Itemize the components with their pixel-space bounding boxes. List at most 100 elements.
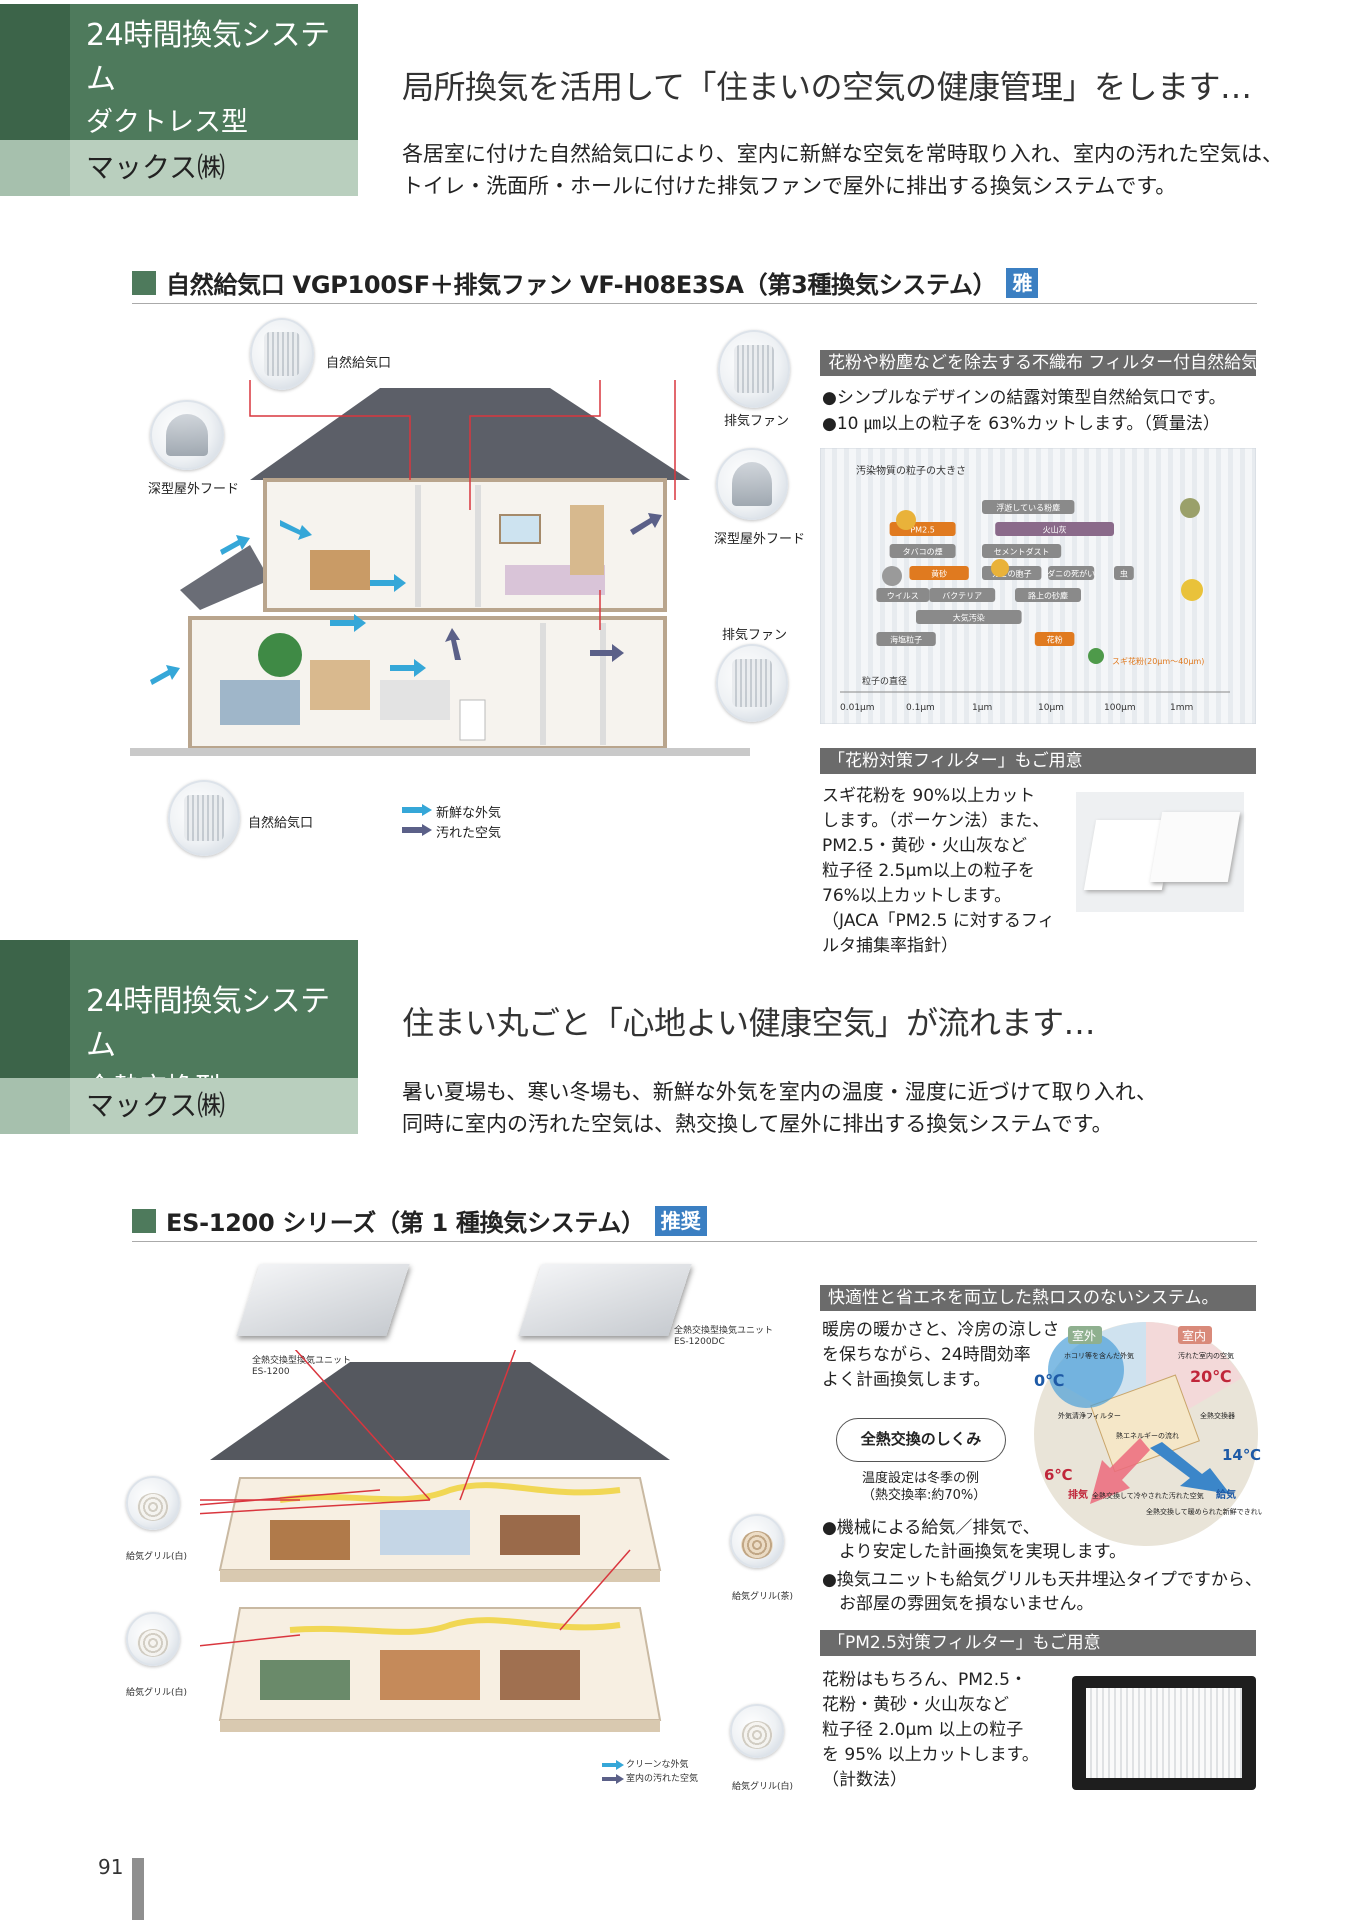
- page-number-bar: [132, 1858, 144, 1920]
- chart-bar-label: タバコの煙: [903, 548, 943, 557]
- chart-title: 汚染物質の粒子の大きさ: [856, 464, 966, 477]
- stairs: [500, 1650, 580, 1700]
- section-2-bullet-4: お部屋の雰囲気を損ないません。: [822, 1594, 1094, 1614]
- toilet: [459, 699, 486, 741]
- partition: [415, 485, 421, 607]
- filter-feature-bar: 花粉や粉塵などを除去する不織布 フィルター付自然給気口。: [820, 350, 1256, 376]
- chart-tick-label: 1μm: [972, 703, 992, 713]
- fresh-air-legend-icon: [402, 804, 432, 816]
- sofa-2: [260, 1660, 350, 1700]
- legend-fresh-label: 新鮮な外気: [436, 806, 502, 821]
- section-1-subtitle: 自然給気口 VGP100SF＋排気ファン VF-H08E3SA（第3種換気システ…: [132, 262, 1257, 304]
- subtitle-marker: [132, 270, 156, 295]
- chart-bar-label: 浮遊している粉塵: [996, 503, 1060, 513]
- section-1-header: 24時間換気システム ダクトレス型 マックス㈱: [0, 4, 358, 196]
- heat-exchanger-core: [1090, 1374, 1200, 1473]
- inside-tag: [1178, 1326, 1212, 1344]
- chart-bar: [929, 588, 996, 602]
- sofa: [220, 680, 300, 725]
- legend-dirty-label: 汚れた空気: [436, 826, 502, 841]
- section-1-maker: マックス㈱: [0, 140, 358, 196]
- section-2-subtitle: ES-1200 シリーズ（第 1 種換気システム） 推奨: [132, 1200, 1257, 1242]
- chart-bar: [1048, 566, 1095, 580]
- ventilation-unit-image-right: [518, 1264, 692, 1336]
- cooled-label: 全熱交換して冷やされた汚れた空気: [1092, 1491, 1204, 1500]
- chart-tick-label: 10μm: [1038, 703, 1064, 713]
- feature-bullet-2: ●10 ㎛以上の粒子を 63%カットします。（質量法）: [822, 414, 1220, 434]
- pm-line: を 95% 以上カットします。: [822, 1745, 1039, 1765]
- exhaust-arrow: [1090, 1438, 1150, 1504]
- chart-bar-label: ダニの死がい: [1047, 569, 1095, 579]
- chart-bar: [916, 610, 1022, 624]
- section-2-lead-line: 暑い夏場も、寒い冬場も、新鮮な外気を室内の温度・湿度に近づけて取り入れ、: [402, 1080, 1157, 1104]
- temp-20: 20℃: [1190, 1367, 1232, 1386]
- comfort-line: よく計画換気します。: [822, 1370, 991, 1390]
- unit-right-label-2: ES-1200DC: [674, 1337, 725, 1347]
- pollen-line: スギ花粉を 90%以上カット: [822, 786, 1036, 806]
- picture-frame: [499, 514, 541, 544]
- page-number: 91: [98, 1855, 124, 1879]
- room-furniture: [380, 1510, 470, 1555]
- pm-line: 粒子径 2.0μm 以上の粒子: [822, 1720, 1024, 1740]
- section-1-lead: 各居室に付けた自然給気口により、室内に新鮮な空気を常時取り入れ、室内の汚れた空気…: [402, 142, 1283, 198]
- partition: [600, 623, 606, 745]
- dirty-air-arrows: [445, 513, 662, 662]
- partition: [540, 623, 546, 745]
- temp-0: 0℃: [1034, 1371, 1065, 1390]
- pollen-filter-text: スギ花粉を 90%以上カット します。（ボーケン法）また、 PM2.5・黄砂・火…: [822, 784, 1072, 959]
- pm-filter-photo: [1072, 1676, 1256, 1790]
- pm-filter-text: 花粉はもちろん、PM2.5・ 花粉・黄砂・火山灰など 粒子径 2.0μm 以上の…: [822, 1668, 1062, 1793]
- kitchen: [380, 680, 450, 720]
- outside-label: 室外: [1072, 1328, 1096, 1343]
- exhaust-fan-label-top: 排気ファン: [724, 414, 790, 429]
- pollen-line: 粒子径 2.5μm以上の粒子を: [822, 861, 1035, 881]
- warmed-label: 全熱交換して暖められた新鮮できれいな外気: [1146, 1507, 1262, 1516]
- inside-label: 室内: [1182, 1328, 1206, 1343]
- chart-tick-label: 1mm: [1170, 703, 1193, 713]
- deep-hood-image-left: [150, 400, 224, 470]
- chart-bar: [1015, 588, 1081, 602]
- bed-2: [270, 1520, 350, 1560]
- chart-tick-label: 100μm: [1104, 703, 1136, 713]
- filter-media-image: [1086, 1688, 1242, 1778]
- exhaust-label: 排気: [1068, 1488, 1088, 1501]
- natural-inlet-label-top: 自然給気口: [326, 356, 392, 371]
- pm-filter-bar: 「PM2.5対策フィルター」もご用意: [820, 1630, 1256, 1656]
- chart-tick-label: 0.01μm: [840, 703, 875, 713]
- chart-bar: [889, 544, 956, 558]
- dirty-indoor-label: 汚れた室内の空気: [1178, 1351, 1234, 1360]
- cedar-pollen-icon: [1088, 648, 1104, 664]
- supply-arrow: [1150, 1442, 1230, 1494]
- section-2-bullet-2: より安定した計画換気を実現します。: [822, 1542, 1126, 1562]
- pollen-line: （JACA「PM2.5 に対するフィ: [822, 911, 1055, 931]
- section-1-headline: 局所換気を活用して「住まいの空気の健康管理」をします…: [402, 68, 1252, 106]
- grill-label-1: 給気グリル(白): [126, 1552, 188, 1562]
- pollen-line: PM2.5・黄砂・火山灰など: [822, 836, 1027, 856]
- section-2-title-block: 24時間換気システム 全熱交換型: [0, 940, 358, 1104]
- exhaust-fan-image-top: [718, 330, 790, 408]
- bunk-bed: [310, 550, 370, 590]
- feature-bullet-1: ●シンプルなデザインの結露対策型自然給気口です。: [822, 388, 1226, 408]
- dusty-air-label: ホコリ等を含んだ外気: [1064, 1351, 1134, 1360]
- section-1-badge: 雅: [1006, 267, 1039, 298]
- pollen-filter-bar: 「花粉対策フィルター」もご用意: [820, 748, 1256, 774]
- comfort-line: を保ちながら、24時間効率: [822, 1345, 1031, 1365]
- chart-bar: [1114, 566, 1134, 580]
- legend-dirty-label-2: 室内の汚れた空気: [626, 1774, 699, 1784]
- chart-bar-label: セメントダスト: [994, 547, 1050, 557]
- section-2-maker: マックス㈱: [0, 1078, 358, 1134]
- section-2-badge: 推奨: [654, 1205, 707, 1236]
- pm25-particle-icon: [896, 510, 916, 530]
- section-2-subtitle-text: ES-1200 シリーズ（第 1 種換気システム）: [166, 1209, 645, 1237]
- filter-pad-image: [1149, 812, 1241, 882]
- deep-hood-label-left: 深型屋外フード: [148, 482, 240, 497]
- room-furniture: [500, 1515, 580, 1555]
- section-1-title-block: 24時間換気システム ダクトレス型: [0, 4, 358, 140]
- house-diagram-1: [130, 380, 750, 756]
- section-1-subtitle-text: 自然給気口 VGP100SF＋排気ファン VF-H08E3SA（第3種換気システ…: [166, 271, 997, 299]
- outside-tag: [1068, 1326, 1102, 1344]
- pollen-particle-icon: [1180, 498, 1200, 518]
